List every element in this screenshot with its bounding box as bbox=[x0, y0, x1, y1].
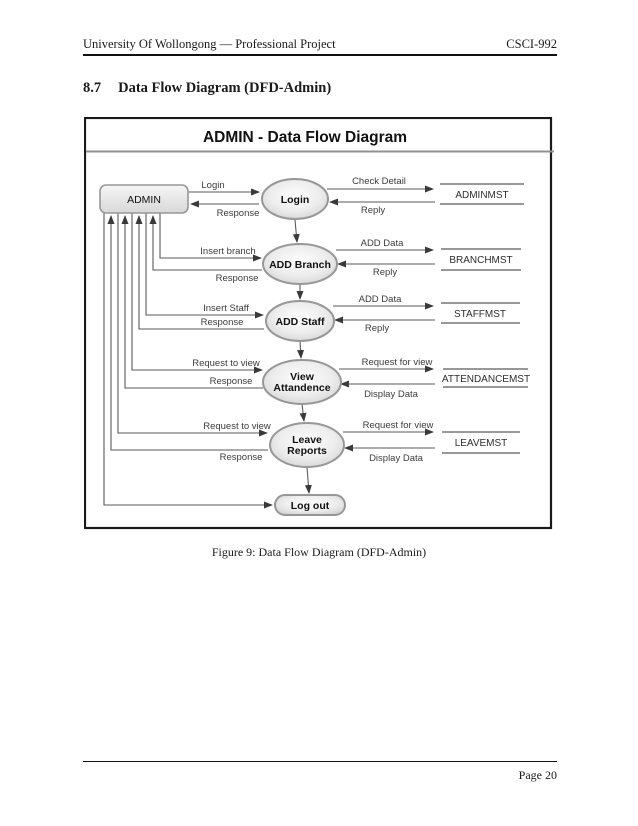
flow-add-staff-response bbox=[135, 215, 264, 330]
process-log-out bbox=[274, 494, 346, 516]
flow-label-login-reply: Reply bbox=[361, 205, 386, 216]
flow-label-login-check-detail: Check Detail bbox=[352, 176, 406, 187]
flow-chain-leave-to-logout bbox=[304, 466, 312, 494]
footer-rule bbox=[83, 761, 557, 762]
process-label-leave-reports: Leave bbox=[292, 434, 322, 446]
header-left-text: University Of Wollongong — Professional … bbox=[83, 37, 336, 51]
flow-label-add-branch-reply: Reply bbox=[373, 267, 398, 278]
flow-label-add-staff-add-data: ADD Data bbox=[359, 294, 402, 305]
flow-label-add-branch-add-data: ADD Data bbox=[361, 238, 404, 249]
dfd-diagram: ADMIN - Data Flow DiagramLoginResponseIn… bbox=[83, 116, 557, 530]
flow-leave-reports-response bbox=[107, 215, 268, 451]
flow-label-leave-reports-response: Response bbox=[220, 452, 263, 463]
process-label-login: Login bbox=[281, 194, 310, 206]
page-number: Page 20 bbox=[518, 768, 557, 782]
flow-leave-reports-request bbox=[117, 213, 268, 437]
datastore-label-branchmst: BRANCHMST bbox=[449, 255, 512, 266]
flow-label-login-response: Response bbox=[217, 208, 260, 219]
process-label-leave-reports: Reports bbox=[287, 445, 327, 457]
flow-chain-staff-to-view bbox=[297, 340, 305, 359]
section-title: Data Flow Diagram (DFD-Admin) bbox=[118, 80, 332, 96]
flow-label-leave-display-data: Display Data bbox=[369, 453, 424, 464]
process-add-staff bbox=[265, 300, 335, 342]
flow-label-view-attandence-response: Response bbox=[210, 376, 253, 387]
diagram-title: ADMIN - Data Flow Diagram bbox=[203, 129, 407, 146]
process-label-add-branch: ADD Branch bbox=[269, 259, 331, 271]
datastore-label-adminmst: ADMINMST bbox=[455, 190, 508, 201]
section-heading: 8.7 Data Flow Diagram (DFD-Admin) bbox=[83, 80, 331, 97]
flow-chain-login-to-branch bbox=[292, 219, 300, 243]
flow-log-out-request bbox=[103, 213, 273, 509]
process-label-add-staff: ADD Staff bbox=[276, 316, 326, 328]
entity-admin bbox=[99, 184, 189, 214]
process-add-branch bbox=[262, 243, 338, 285]
process-login bbox=[261, 178, 329, 220]
flow-view-attandence-response bbox=[121, 215, 263, 389]
flow-label-view-request-for-view: Request for view bbox=[362, 357, 433, 368]
section-number: 8.7 bbox=[83, 80, 102, 96]
flow-label-leave-reports-request: Request to view bbox=[203, 421, 271, 432]
process-leave-reports bbox=[269, 422, 345, 468]
datastore-label-staffmst: STAFFMST bbox=[454, 309, 506, 320]
flow-label-add-staff-reply: Reply bbox=[365, 323, 390, 334]
flow-chain-view-to-leave bbox=[299, 403, 307, 422]
flow-add-branch-request bbox=[159, 213, 262, 262]
flow-label-login-request: Login bbox=[201, 180, 224, 191]
flow-label-view-display-data: Display Data bbox=[364, 389, 419, 400]
flow-add-branch-response bbox=[149, 215, 262, 271]
flow-label-view-attandence-request: Request to view bbox=[192, 358, 260, 369]
entity-label-admin: ADMIN bbox=[127, 194, 161, 206]
header-course-code: CSCI-992 bbox=[506, 37, 557, 51]
flow-label-add-branch-response: Response bbox=[216, 273, 259, 284]
flow-label-add-staff-response: Response bbox=[201, 317, 244, 328]
figure-caption: Figure 9: Data Flow Diagram (DFD-Admin) bbox=[211, 545, 427, 559]
flow-label-leave-request-for-view: Request for view bbox=[363, 420, 434, 431]
flow-view-attandence-request bbox=[131, 213, 263, 374]
flow-label-add-staff-request: Insert Staff bbox=[203, 303, 249, 314]
datastore-label-leavemst: LEAVEMST bbox=[455, 438, 508, 449]
process-label-view-attandence: Attandence bbox=[273, 382, 330, 394]
process-view-attandence bbox=[262, 359, 342, 405]
flow-label-add-branch-request: Insert branch bbox=[200, 246, 255, 257]
process-label-log-out: Log out bbox=[291, 500, 330, 512]
header-rule bbox=[83, 54, 557, 56]
process-label-view-attandence: View bbox=[290, 371, 315, 383]
datastore-label-attendancemst: ATTENDANCEMST bbox=[442, 374, 530, 385]
flow-add-staff-request bbox=[145, 213, 264, 319]
